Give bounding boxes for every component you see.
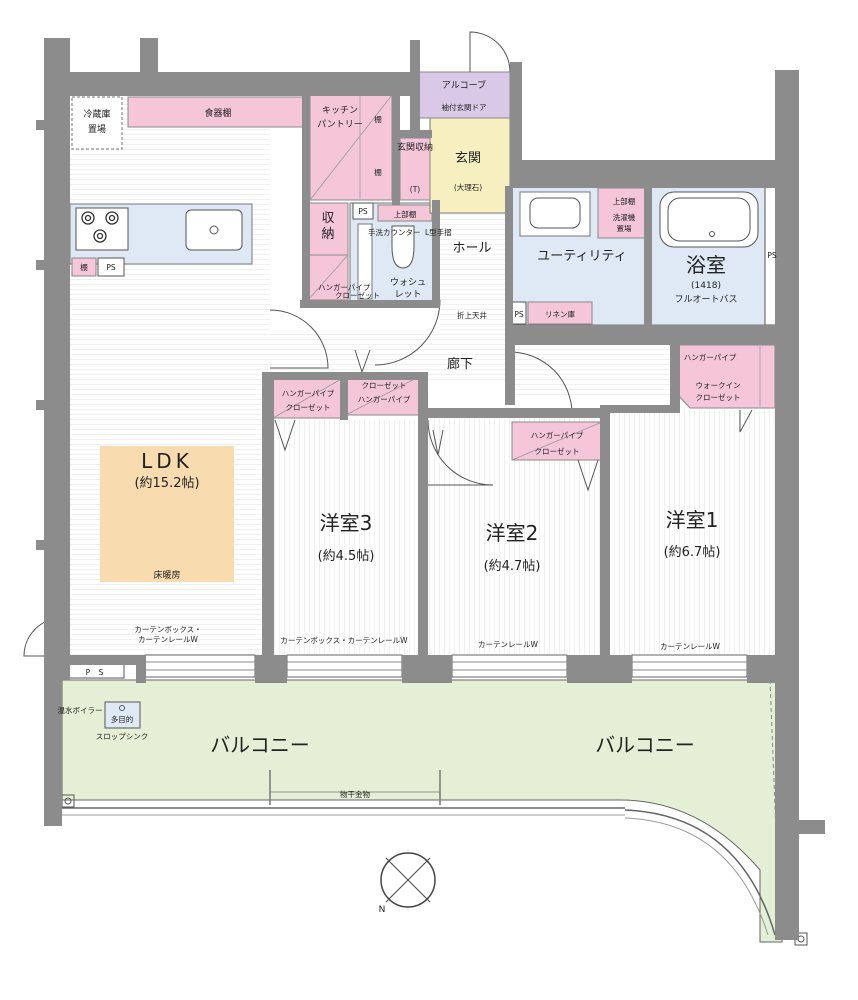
shelf [71,257,97,277]
linen-label: リネン庫 [545,309,575,319]
western1-floor [610,410,775,658]
kitchen-sink [185,209,243,251]
shelf-label: 棚 [80,262,88,272]
fridge-label-2: 置場 [88,123,106,135]
balcony-curve-rail [624,809,776,936]
bath-note: フルオートバス [674,294,737,305]
ps-kitchen-label: PS [106,263,116,272]
entry-storage-label: 玄関収納 [397,141,433,153]
pantry-label-1: キッチン [322,105,358,116]
w2-curtain: カーテンレールW [478,640,538,649]
ceiling-label: 折上天井 [457,310,487,320]
western1-name: 洋室1 [666,508,719,532]
w2-closet: クローゼット [535,446,580,456]
drying-label: 物干金物 [340,789,370,799]
pantry-shelf-1: 棚 [374,114,382,124]
toilet-bowl [391,225,415,269]
cooktop [75,207,129,251]
w1-curtain: カーテンレールW [660,642,720,651]
pantry-label-2: パントリー [317,119,362,130]
entrance-note: (大理石) [454,182,482,192]
washer-label-1: 洗濯機 [613,212,636,222]
fridge-space [71,96,123,150]
floor-heating-area [100,446,234,582]
w3-curtain: カーテンボックス・カーテンレールW [280,636,408,645]
ldk-name: LDK [141,449,193,473]
wic-hanger: ハンガーパイプ [684,352,737,362]
entry-storage-t: (T) [410,185,421,194]
utility-upper-shelf: 上部棚 [613,196,636,206]
w3-hanger-a: ハンガーパイプ [282,388,335,398]
bath-name: 浴室 [686,253,726,277]
corridor-name: 廊下 [447,356,473,372]
storage [307,202,349,256]
ps-balcony-label: P S [86,668,107,677]
ps-toilet-label: PS [358,207,368,216]
bathtub [659,191,759,248]
ps-utility-label: PS [514,310,524,319]
ps-kitchen [97,257,125,277]
western2-name: 洋室2 [486,521,539,545]
ldk-curtain-2: カーテンレールW [138,635,198,644]
washer-label-2: 置場 [617,223,632,233]
sink-box [104,701,141,729]
wic-label-2: クローゼット [696,392,741,402]
sink-label-2: スロップシンク [96,732,149,741]
grip-label: L型手摺 [425,227,452,237]
w3-closet-a: クローゼット [286,402,331,412]
compass [380,852,436,908]
front-door [469,31,511,73]
alcove-name: アルコーブ [442,79,486,91]
balcony-right-name: バルコニー [595,733,695,757]
washlet-label-2: レット [394,290,421,300]
balcony [61,679,783,943]
bath-size: (1418) [691,281,721,291]
dish-shelf-label: 食器棚 [204,107,231,119]
entrance-name: 玄関 [455,151,481,166]
hall-name: ホール [452,241,491,256]
hand-counter-label: 手洗カウンター [368,227,421,237]
ldk-size: (約15.2帖) [134,476,199,491]
linen-storage [527,301,593,325]
boiler-label: 温水ボイラー [58,705,103,715]
w2-hanger: ハンガーパイプ [531,430,584,440]
western2-size: (約4.7帖) [484,559,541,574]
storage-label-1: 収 [321,211,334,226]
ps-bath-label: PS [767,251,777,260]
compass-n: N [379,905,386,915]
sink-label-1: 多目的 [111,714,134,724]
western1-size: (約6.7帖) [664,545,721,560]
w3-closet-b: クローゼット [362,380,407,390]
entrance-floor [429,117,511,214]
western3-size: (約4.5帖) [318,549,375,564]
western3-floor [270,420,420,658]
floor-heating-label: 床暖房 [153,569,180,581]
utility-name: ユーティリティ [537,249,626,264]
pantry-shelf-2: 棚 [374,167,382,177]
closet-small-label: クローゼット [335,290,380,300]
balcony-left-name: バルコニー [210,733,310,757]
ps-toilet [352,202,374,220]
western3-name: 洋室3 [320,511,373,535]
fridge-label-1: 冷蔵庫 [83,108,110,120]
toilet-upper-shelf: 上部棚 [394,209,417,219]
wic-label-1: ウォークイン [696,381,741,390]
ldk-curtain-1: カーテンボックス・ [134,625,201,634]
storage-label-2: 納 [321,227,334,242]
w3-hanger-b: ハンガーパイプ [358,394,411,404]
alcove-door: 袖付玄関ドア [442,102,487,112]
closet-small-hanger: ハンガーパイプ [318,282,371,292]
washlet-label-1: ウォシュ [390,277,426,288]
